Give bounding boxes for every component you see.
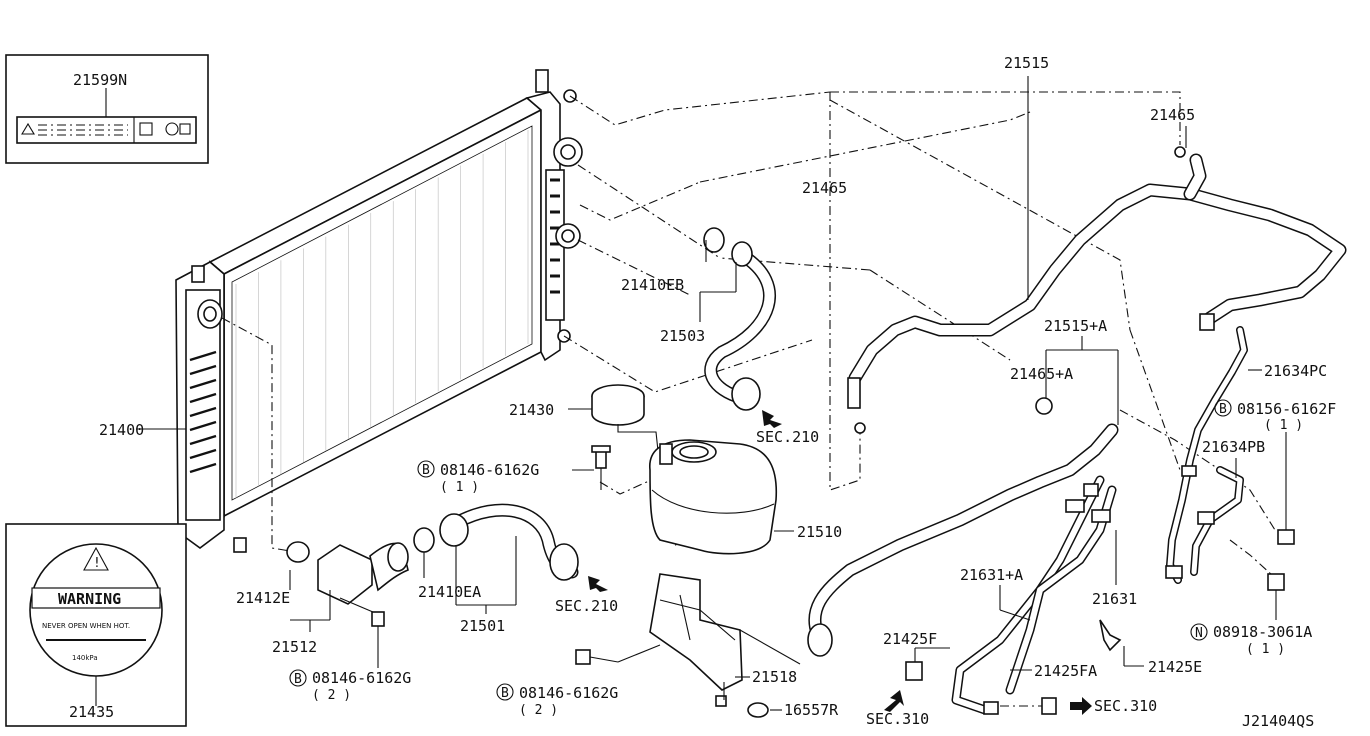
part-label-21515: 21515 — [1004, 54, 1049, 72]
warning-label-box: ! WARNING NEVER OPEN WHEN HOT. 140kPa 21… — [5, 523, 187, 727]
part-label-21631A: 21631+A — [960, 566, 1023, 584]
nut-08918 — [1267, 573, 1285, 591]
clip-16557R — [747, 702, 769, 718]
water-outlet-21512: 21412E 21512 B 08146-6162G ( 2 ) — [236, 541, 411, 703]
upper-hose-assembly: 21410EB 21503 SEC.210 — [621, 227, 819, 446]
hose-clamp — [731, 377, 761, 411]
clamp-21465A — [1035, 397, 1053, 415]
part-label-21634PC: 21634PC — [1264, 362, 1327, 380]
part-label-21599N: 21599N — [73, 71, 127, 89]
hand-icon — [165, 122, 179, 136]
radiator-fins — [235, 130, 529, 498]
part-label-21435: 21435 — [69, 703, 114, 721]
hose-clamp — [549, 543, 579, 581]
part-label-21410EB: 21410EB — [621, 276, 684, 294]
part-label-21430: 21430 — [509, 401, 554, 419]
part-label-21425F: 21425F — [883, 630, 937, 648]
pipes-21634: 21634PC B 08156-6162F ( 1 ) 21634PB N 08… — [1165, 326, 1336, 657]
clamp-21425E — [1099, 619, 1122, 652]
clamp-21465-mid — [854, 422, 866, 434]
part-label-21512: 21512 — [272, 638, 317, 656]
reservoir-cap: 21430 — [509, 384, 661, 471]
diagram-id: J21404QS — [1242, 712, 1314, 730]
radiator: 21400 — [99, 69, 583, 553]
warning-line-3: 140kPa — [72, 654, 98, 662]
caution-label-box: 21599N — [5, 54, 209, 164]
bolt-08156 — [1277, 529, 1295, 545]
part-label-21465-mid: 21465 — [802, 179, 847, 197]
qty-08146-lower: ( 2 ) — [312, 688, 351, 703]
bolt-marker: B — [294, 672, 302, 687]
bracket-21518: 21518 16557R — [649, 573, 839, 719]
sec-310-left: SEC.310 — [866, 710, 929, 728]
exclamation-mark: ! — [93, 556, 101, 571]
sec-310-right: SEC.310 — [1094, 697, 1157, 715]
bolt-marker: B — [501, 686, 509, 701]
bolt-upper: B 08146-6162G ( 1 ) — [417, 445, 611, 495]
part-label-08146-bracket: 08146-6162G — [519, 684, 618, 702]
qty-08146-upper: ( 1 ) — [440, 480, 479, 495]
part-label-21400: 21400 — [99, 421, 144, 439]
caution-triangle-icon — [83, 546, 109, 571]
arrow-icon — [1070, 697, 1092, 715]
part-label-21501: 21501 — [460, 617, 505, 635]
heater-hose-21515: 21515 21465 21465 — [802, 54, 1347, 434]
sec-210-upper: SEC.210 — [756, 428, 819, 446]
part-label-21518: 21518 — [752, 668, 797, 686]
part-label-21425FA: 21425FA — [1034, 662, 1097, 680]
o-ring-21410EA — [413, 527, 435, 553]
part-label-21631: 21631 — [1092, 590, 1137, 608]
nut-marker: N — [1195, 626, 1203, 641]
part-label-21465A: 21465+A — [1010, 365, 1073, 383]
clamp-21425F — [905, 661, 923, 681]
clamp-21465-top — [1174, 146, 1186, 158]
arrow-icon — [588, 576, 608, 592]
part-label-21412E: 21412E — [236, 589, 290, 607]
part-label-08918: 08918-3061A — [1213, 623, 1312, 641]
warning-title: WARNING — [58, 590, 121, 608]
qty-08918: ( 1 ) — [1246, 642, 1285, 657]
part-label-08146-upper: 08146-6162G — [440, 461, 539, 479]
qty-08156: ( 1 ) — [1264, 418, 1303, 433]
o-ring-21412E — [286, 541, 310, 563]
part-label-21410EA: 21410EA — [418, 583, 481, 601]
bolt-bracket: B 08146-6162G ( 2 ) — [496, 644, 661, 718]
warning-line-1: NEVER OPEN WHEN HOT. — [42, 622, 130, 630]
part-label-08156: 08156-6162F — [1237, 400, 1336, 418]
o-ring-21410EB — [703, 227, 725, 253]
bolt-marker: B — [422, 463, 430, 478]
arrow-icon — [762, 410, 782, 428]
part-label-21510: 21510 — [797, 523, 842, 541]
part-label-21634PB: 21634PB — [1202, 438, 1265, 456]
lower-hose-assembly: 21410EA 21501 SEC.210 — [413, 503, 618, 635]
part-label-21503: 21503 — [660, 327, 705, 345]
part-label-21515A: 21515+A — [1044, 317, 1107, 335]
arrow-icon — [884, 690, 904, 712]
caution-triangle-icon — [21, 122, 35, 135]
guide-lines — [221, 91, 1276, 576]
qty-08146-bracket: ( 2 ) — [519, 703, 558, 718]
reservoir-tank: 21510 — [649, 439, 842, 555]
book-icon — [139, 122, 153, 136]
bolt-marker: B — [1219, 402, 1227, 417]
sec-210-lower: SEC.210 — [555, 597, 618, 615]
part-label-16557R: 16557R — [784, 701, 839, 719]
heater-hose-21515A: 21515+A 21465+A — [807, 317, 1119, 657]
part-label-21425E: 21425E — [1148, 658, 1202, 676]
part-label-21465-top: 21465 — [1150, 106, 1195, 124]
part-label-08146-lower: 08146-6162G — [312, 669, 411, 687]
pipes-21631: 21631 21631+A 21425E 21425F SEC.310 2142… — [866, 475, 1202, 728]
